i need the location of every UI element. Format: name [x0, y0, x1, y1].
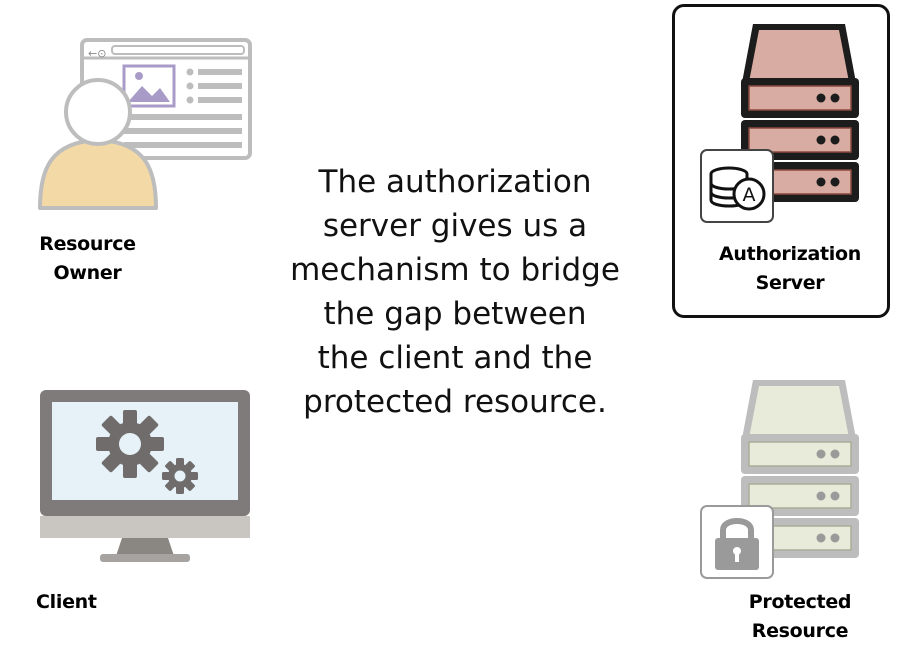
- resource-owner-label: Resource Owner: [39, 233, 136, 284]
- person-icon: [38, 78, 158, 210]
- client-label: Client: [36, 591, 97, 613]
- resource-owner-icon: ←⊙: [38, 38, 252, 210]
- description-text: The authorization server gives us a mech…: [290, 164, 620, 420]
- small-gear-icon: [162, 458, 198, 494]
- badge-letter: A: [743, 184, 756, 206]
- svg-text:←⊙: ←⊙: [88, 47, 106, 60]
- client-monitor-icon: [40, 390, 250, 562]
- protected-resource-icon: [700, 380, 859, 579]
- gear-icon: [96, 410, 164, 478]
- lock-icon: [700, 505, 774, 579]
- authorization-server-label: Authorization Server: [719, 243, 861, 294]
- protected-resource-label: Protected Resource: [748, 591, 852, 642]
- image-icon: [122, 64, 176, 108]
- database-badge-icon: A: [700, 149, 774, 223]
- authorization-server-icon: A: [700, 24, 859, 223]
